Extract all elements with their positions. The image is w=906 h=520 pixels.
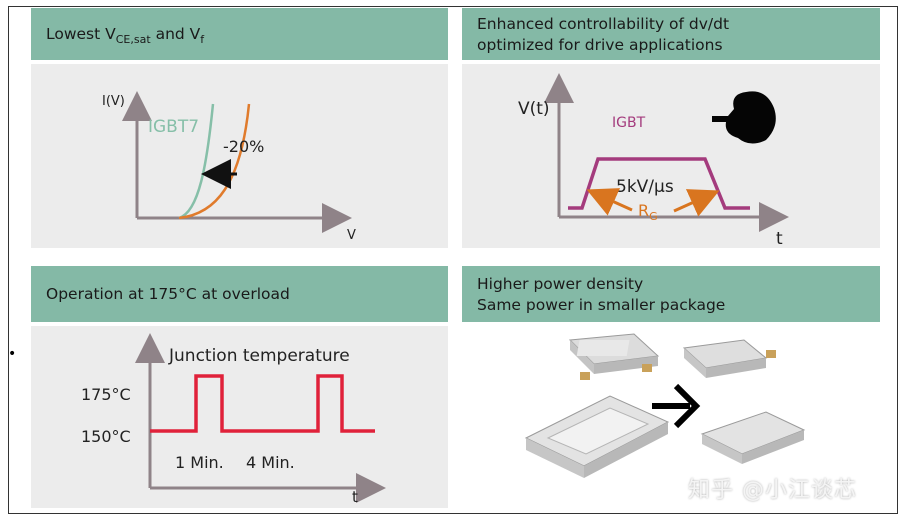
header-subscript: CE,sat bbox=[115, 33, 151, 47]
previous-igbt-curve bbox=[178, 103, 251, 220]
panel-header: Operation at 175°C at overload bbox=[31, 266, 448, 322]
header-line-2: optimized for drive applications bbox=[477, 36, 723, 54]
igbt-label: IGBT bbox=[612, 115, 646, 131]
module-comparison-image bbox=[524, 333, 806, 478]
arrow-right-icon bbox=[652, 383, 701, 429]
panel-low-vce: Lowest VCE,sat and Vf I(V) V IGBT7 -20% bbox=[31, 8, 448, 248]
header-line-1: Enhanced controllability of dv/dt bbox=[477, 15, 730, 33]
y-axis-label: I(V) bbox=[102, 94, 125, 109]
panel-power-density: Higher power density Same power in small… bbox=[462, 266, 880, 508]
panel-body: V(t) t IGBT 5kV/µs RG bbox=[462, 64, 880, 248]
y-axis-label: V(t) bbox=[518, 99, 550, 119]
header-subscript: f bbox=[200, 33, 205, 47]
temperature-pulse bbox=[150, 374, 375, 433]
large-module-bottom-image bbox=[524, 395, 670, 478]
header-line-2: Same power in smaller package bbox=[477, 296, 726, 314]
watermark-text: 知乎 @小江谈芯 bbox=[688, 478, 857, 503]
bullet-marker: • bbox=[8, 346, 17, 362]
panel-body: Junction temperature 175°C 150°C 1 Min. … bbox=[31, 326, 448, 508]
junction-temperature-diagram: Junction temperature 175°C 150°C 1 Min. … bbox=[81, 333, 386, 506]
header-text: Lowest V bbox=[46, 25, 116, 43]
rg-arrow-left bbox=[586, 188, 633, 216]
duration-label-1: 1 Min. bbox=[175, 453, 224, 472]
x-axis-label: t bbox=[352, 488, 358, 506]
panel-overload-temperature: Operation at 175°C at overload Junction … bbox=[31, 266, 448, 508]
x-axis-label: t bbox=[776, 229, 783, 248]
x-axis-label: V bbox=[347, 228, 356, 243]
header-text: Operation at 175°C at overload bbox=[46, 285, 290, 303]
duration-label-2: 4 Min. bbox=[246, 453, 295, 472]
slope-label: 5kV/µs bbox=[616, 177, 674, 197]
iv-curve-diagram: I(V) V IGBT7 -20% bbox=[102, 91, 356, 243]
igbt7-label: IGBT7 bbox=[148, 117, 199, 137]
header-text: and V bbox=[150, 25, 201, 43]
outer-frame bbox=[8, 6, 898, 514]
panel-body bbox=[462, 326, 880, 508]
large-module-top-image bbox=[568, 333, 660, 380]
rg-arrow-right bbox=[673, 189, 720, 217]
small-module-top-image bbox=[682, 339, 776, 378]
panel-dvdt: Enhanced controllability of dv/dt optimi… bbox=[462, 8, 880, 248]
reduction-label: -20% bbox=[223, 137, 264, 156]
header-line-1: Higher power density bbox=[477, 275, 644, 293]
panel-header: Lowest VCE,sat and Vf bbox=[31, 8, 448, 60]
temp-low-label: 150°C bbox=[81, 427, 131, 446]
temp-high-label: 175°C bbox=[81, 385, 131, 404]
panel-body: I(V) V IGBT7 -20% bbox=[31, 64, 448, 248]
rg-label-subscript: G bbox=[649, 210, 658, 223]
switching-waveform-diagram: V(t) t IGBT 5kV/µs RG bbox=[518, 73, 789, 248]
rg-label-main: R bbox=[638, 201, 649, 220]
igbt-voltage-pulse bbox=[568, 157, 750, 210]
panel-header: Enhanced controllability of dv/dt optimi… bbox=[462, 8, 880, 60]
chart-title: Junction temperature bbox=[168, 346, 350, 366]
chip-blob-image bbox=[712, 91, 776, 144]
panel-header: Higher power density Same power in small… bbox=[462, 266, 880, 322]
small-module-bottom-image bbox=[700, 411, 806, 464]
rg-label: RG bbox=[638, 201, 658, 223]
